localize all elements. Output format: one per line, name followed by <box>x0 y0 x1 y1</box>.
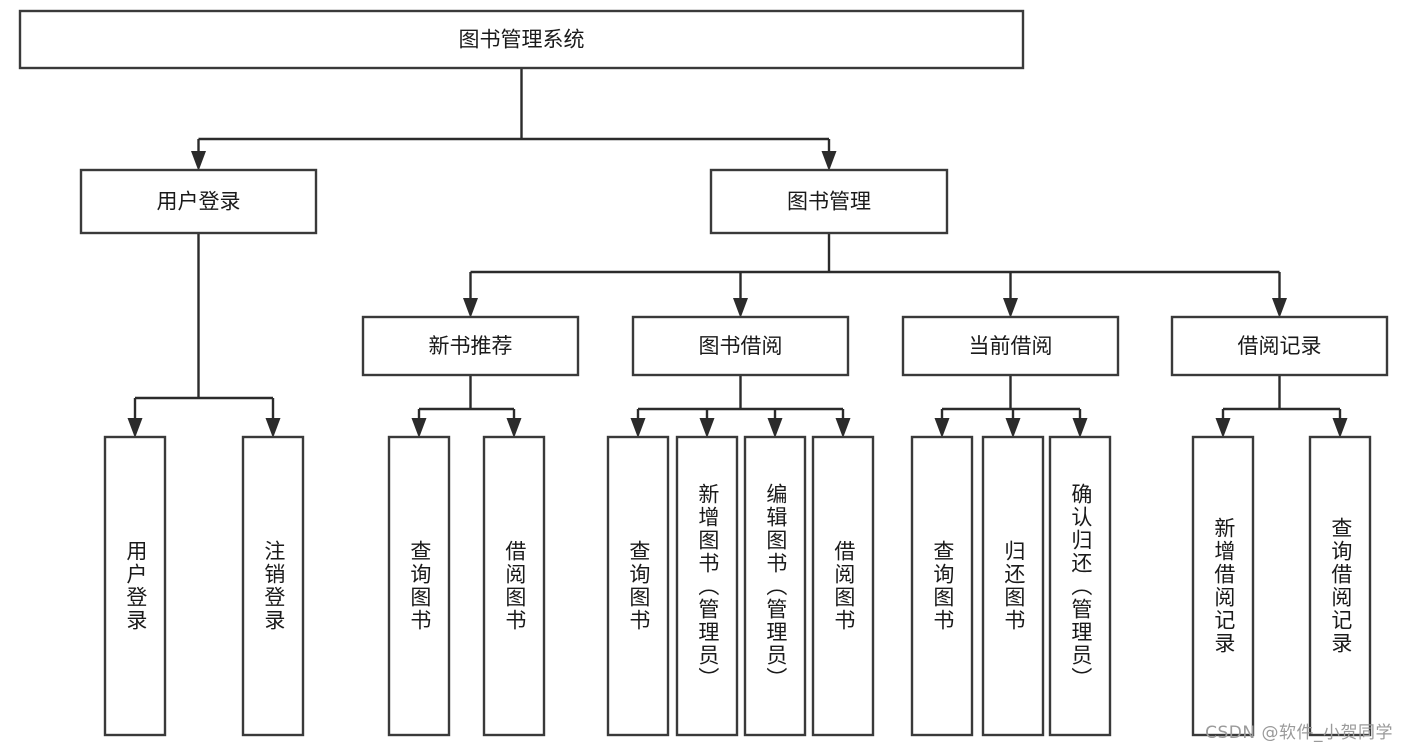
arrow-head-icon <box>835 418 851 438</box>
connector-layer <box>127 68 1348 438</box>
node-box-query-borrow-record[interactable] <box>1308 435 1372 737</box>
arrow-head-icon <box>1332 418 1348 438</box>
node-label-new-book-recommend: 新书推荐 <box>429 334 513 358</box>
node-box-query-book-2[interactable] <box>606 435 670 737</box>
node-box-user-logout-action[interactable] <box>241 435 305 737</box>
arrow-head-icon <box>1003 298 1018 318</box>
node-box-user-login[interactable] <box>79 168 318 235</box>
node-box-query-book-1[interactable] <box>387 435 451 737</box>
node-box-add-borrow-record[interactable] <box>1191 435 1255 737</box>
arrow-head-icon <box>699 418 715 438</box>
arrow-head-icon <box>733 298 748 318</box>
arrow-head-icon <box>265 418 281 438</box>
node-box-borrow-book-2[interactable] <box>811 435 875 737</box>
node-box-book-management[interactable] <box>709 168 949 235</box>
node-label-book-borrow: 图书借阅 <box>699 334 783 358</box>
node-box-confirm-return-admin[interactable] <box>1048 435 1112 737</box>
arrow-head-icon <box>1215 418 1231 438</box>
node-label-current-borrow: 当前借阅 <box>969 334 1053 358</box>
arrow-head-icon <box>1272 298 1287 318</box>
node-box-root[interactable] <box>18 9 1025 70</box>
arrow-head-icon <box>1072 418 1088 438</box>
node-box-new-book-recommend[interactable] <box>361 315 580 377</box>
arrow-head-icon <box>821 151 837 171</box>
arrow-head-icon <box>463 298 478 318</box>
node-box-edit-book-admin[interactable] <box>743 435 807 737</box>
node-box-return-book[interactable] <box>981 435 1045 737</box>
node-label-root: 图书管理系统 <box>459 28 585 52</box>
node-box-book-borrow[interactable] <box>631 315 850 377</box>
node-label-user-login: 用户登录 <box>157 190 241 214</box>
arrow-head-icon <box>191 151 206 171</box>
node-label-book-management: 图书管理 <box>787 190 871 214</box>
node-box-user-login-action[interactable] <box>103 435 167 737</box>
node-box-query-book-3[interactable] <box>910 435 974 737</box>
box-layer <box>18 9 1389 737</box>
arrow-head-icon <box>934 418 950 438</box>
node-box-add-book-admin[interactable] <box>675 435 739 737</box>
node-label-borrow-record: 借阅记录 <box>1238 334 1322 358</box>
arrow-head-icon <box>767 418 783 438</box>
arrow-head-icon <box>411 418 427 438</box>
arrow-head-icon <box>506 418 522 438</box>
node-box-borrow-record[interactable] <box>1170 315 1389 377</box>
arrow-head-icon <box>127 418 143 438</box>
node-box-borrow-book-1[interactable] <box>482 435 546 737</box>
node-box-current-borrow[interactable] <box>901 315 1120 377</box>
arrow-head-icon <box>1005 418 1021 438</box>
watermark-text: CSDN @软件_小贺同学 <box>1205 723 1393 743</box>
arrow-head-icon <box>630 418 646 438</box>
